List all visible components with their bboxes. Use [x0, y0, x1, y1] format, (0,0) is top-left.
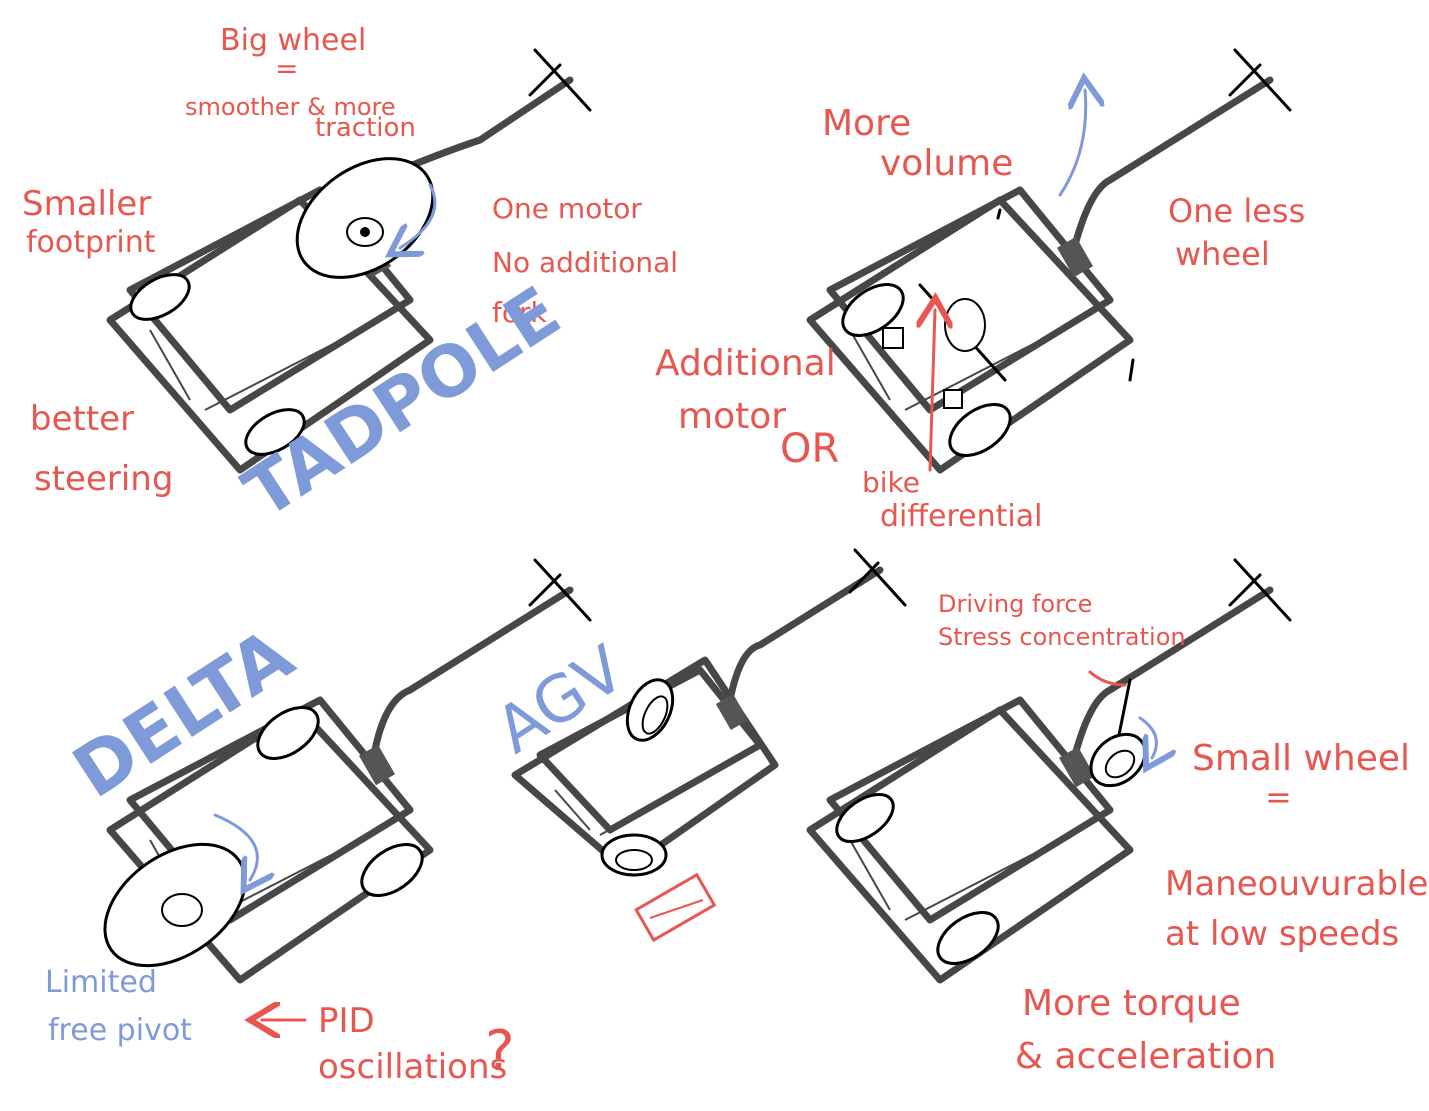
quad-red-arrow: [930, 310, 935, 470]
quad-more-2: volume: [880, 143, 1013, 184]
quad-or: OR: [780, 426, 839, 472]
quad-one-less-1: One less: [1168, 192, 1305, 230]
agv-handle: [730, 570, 880, 700]
tadpole-smaller-text-2: footprint: [26, 225, 156, 260]
quad-small-gear-2: [944, 390, 962, 408]
delta-limited-1: Limited: [45, 965, 157, 1000]
agv-tag-icon: [636, 875, 714, 940]
caster-small-eq: =: [1265, 778, 1292, 816]
caster-stress-2: Stress concentration: [938, 623, 1186, 651]
quad-bike-1: bike: [862, 466, 920, 499]
agv-cart: [515, 550, 905, 940]
agv-handle-cross: [850, 550, 905, 605]
agv-bottom-wheel: [602, 835, 666, 875]
quad-small-gear-1: [883, 328, 903, 348]
caster-fork: [1118, 680, 1130, 740]
delta-pid-2: oscillations: [318, 1047, 507, 1087]
quad-additional-2: motor: [678, 396, 786, 437]
caster-torque-1: More torque: [1022, 983, 1241, 1024]
quad-additional-1: Additional: [655, 343, 836, 384]
tadpole-big-wheel-eq: =: [275, 52, 298, 85]
caster-torque-2: & acceleration: [1015, 1036, 1276, 1077]
caster-man-1: Maneouvurable: [1165, 864, 1428, 904]
delta-pid-question: ?: [485, 1019, 515, 1084]
tadpole-better-1: better: [30, 399, 134, 439]
caster-stress-1: Driving force: [938, 590, 1092, 618]
delta-annotations: DELTA Limited free pivot PID oscillation…: [45, 612, 515, 1087]
quad-more-1: More: [822, 103, 911, 144]
caster-annotations: Driving force Stress concentration Small…: [938, 590, 1428, 1077]
caster-small-1: Small wheel: [1192, 738, 1410, 779]
tadpole-big-wheel-text-3: traction: [315, 113, 416, 143]
tadpole-no-fork-1: No additional: [492, 246, 678, 279]
quad-motor: [945, 299, 985, 351]
quad-one-less-2: wheel: [1175, 235, 1270, 273]
delta-limited-2: free pivot: [48, 1013, 192, 1048]
tadpole-better-2: steering: [34, 459, 173, 499]
caster-man-2: at low speeds: [1165, 914, 1399, 954]
delta-pid-1: PID: [318, 1001, 375, 1041]
tadpole-smaller-text-1: Smaller: [22, 184, 151, 224]
tadpole-one-motor: One motor: [492, 192, 642, 225]
caster-handle: [1075, 590, 1270, 755]
delta-cart: [82, 560, 590, 1020]
quad-bike-2: differential: [880, 499, 1042, 534]
quad-volume-arrow: [1060, 90, 1086, 195]
